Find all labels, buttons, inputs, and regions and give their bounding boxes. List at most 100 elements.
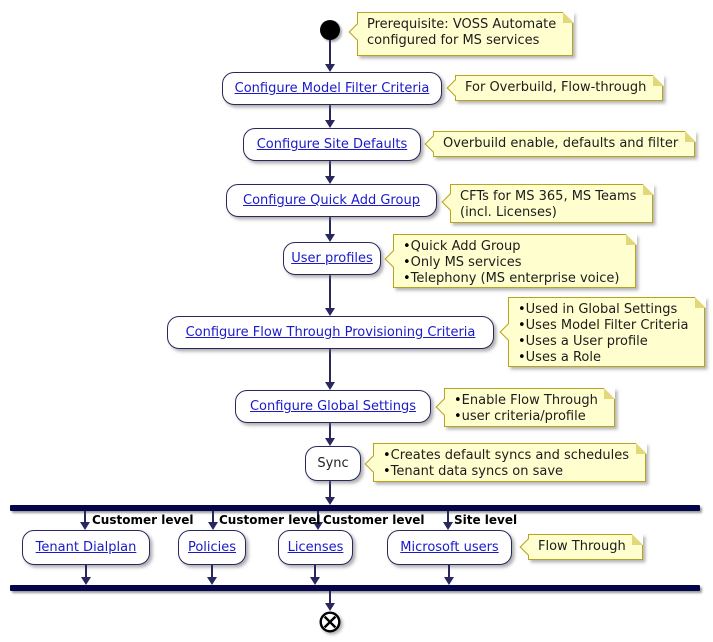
user-profiles-note: Quick Add Group Only MS services Telepho…	[384, 233, 638, 288]
configure-site-defaults-link[interactable]: Configure Site Defaults	[256, 137, 408, 152]
flow-arrowhead	[80, 522, 90, 530]
sync-label: Sync	[317, 456, 349, 471]
flow-arrow	[317, 511, 319, 522]
activity-configure-model-filter-criteria: Configure Model Filter Criteria	[222, 72, 442, 105]
flow-arrow	[329, 349, 331, 382]
activity-configure-global-settings: Configure Global Settings	[235, 390, 431, 423]
activity-configure-quick-add-group: Configure Quick Add Group	[226, 184, 437, 217]
note-line: CFTs for MS 365, MS Teams	[460, 189, 637, 204]
join-bar	[10, 585, 700, 591]
flow-through-criteria-note: Used in Global Settings Uses Model Filte…	[499, 296, 707, 367]
flow-arrowhead	[325, 603, 335, 611]
flow-arrowhead	[208, 522, 218, 530]
branch-level-label: Customer level	[323, 513, 425, 527]
flow-arrowhead	[325, 176, 335, 184]
flow-arrow	[329, 275, 331, 308]
fork-bar	[10, 505, 700, 511]
microsoft-users-note: Flow Through	[519, 533, 643, 560]
activity-configure-site-defaults: Configure Site Defaults	[243, 128, 421, 161]
activity-sync: Sync	[305, 446, 361, 481]
note-line: Flow Through	[538, 539, 626, 554]
start-node	[320, 20, 340, 40]
note-line: Overbuild enable, defaults and filter	[443, 136, 679, 151]
flow-arrowhead	[325, 382, 335, 390]
global-settings-note: Enable Flow Through user criteria/profil…	[435, 387, 616, 427]
branch-level-label: Site level	[454, 513, 518, 527]
policies-link[interactable]: Policies	[187, 540, 237, 555]
flow-arrowhead	[325, 64, 335, 72]
flow-arrow	[314, 565, 316, 577]
activity-policies: Policies	[178, 530, 246, 565]
flow-arrow	[329, 105, 331, 120]
note-bullet: Quick Add Group	[403, 239, 619, 255]
end-node	[319, 611, 341, 633]
activity-user-profiles: User profiles	[283, 242, 381, 275]
note-bullet: Creates default syncs and schedules	[383, 448, 629, 464]
microsoft-users-link[interactable]: Microsoft users	[400, 540, 499, 555]
flow-arrowhead	[310, 577, 320, 585]
note-pointer	[499, 323, 517, 341]
note-bullet: Only MS services	[403, 255, 619, 271]
note-line: For Overbuild, Flow-through	[465, 80, 647, 95]
flow-arrowhead	[444, 577, 454, 585]
flow-arrowhead	[325, 497, 335, 505]
note-line: (incl. Licenses)	[460, 205, 557, 220]
flow-arrow	[329, 161, 331, 176]
user-profiles-link[interactable]: User profiles	[291, 251, 373, 266]
note-pointer	[441, 193, 459, 211]
flow-arrow	[329, 40, 331, 64]
note-line: configured for MS services	[367, 33, 540, 48]
activity-microsoft-users: Microsoft users	[387, 530, 512, 565]
flow-arrowhead	[81, 577, 91, 585]
flow-arrow	[85, 565, 87, 577]
flow-arrow	[211, 565, 213, 577]
note-pointer	[519, 538, 537, 556]
configure-flow-through-provisioning-criteria-link[interactable]: Configure Flow Through Provisioning Crit…	[185, 325, 476, 340]
note-bullet: user criteria/profile	[454, 409, 598, 425]
model-filter-note: For Overbuild, Flow-through	[446, 74, 665, 101]
configure-model-filter-criteria-link[interactable]: Configure Model Filter Criteria	[234, 81, 430, 96]
note-bullet: Uses a Role	[518, 350, 688, 366]
flow-arrowhead	[325, 308, 335, 316]
flow-arrowhead	[443, 522, 453, 530]
note-pointer	[384, 250, 402, 268]
flow-arrow	[329, 481, 331, 497]
branch-level-label: Customer level	[219, 513, 321, 527]
note-pointer	[435, 398, 453, 416]
activity-tenant-dialplan: Tenant Dialplan	[22, 530, 150, 565]
flow-arrowhead	[325, 120, 335, 128]
note-bullet: Uses Model Filter Criteria	[518, 318, 689, 334]
note-pointer	[348, 23, 366, 41]
flow-arrow	[329, 423, 331, 438]
note-bullet: Telephony (MS enterprise voice)	[403, 271, 620, 287]
flow-arrowhead	[313, 522, 323, 530]
flow-arrowhead	[325, 438, 335, 446]
activity-licenses: Licenses	[278, 530, 353, 565]
flow-arrow	[212, 511, 214, 522]
note-pointer	[364, 455, 382, 473]
flow-arrow	[329, 217, 331, 234]
note-bullet: Enable Flow Through	[454, 393, 598, 409]
site-defaults-note: Overbuild enable, defaults and filter	[424, 130, 696, 157]
branch-level-label: Customer level	[92, 513, 194, 527]
note-bullet: Uses a User profile	[518, 334, 688, 350]
flow-arrow	[448, 565, 450, 577]
prerequisite-note: Prerequisite: VOSS Automate configured f…	[348, 11, 575, 56]
note-bullet: Used in Global Settings	[518, 302, 688, 318]
note-pointer	[424, 135, 442, 153]
flow-final-icon	[319, 611, 341, 633]
configure-global-settings-link[interactable]: Configure Global Settings	[249, 399, 417, 414]
flow-arrow	[84, 511, 86, 522]
sync-note: Creates default syncs and schedules Tena…	[364, 442, 647, 482]
quick-add-group-note: CFTs for MS 365, MS Teams (incl. License…	[441, 183, 655, 223]
licenses-link[interactable]: Licenses	[287, 540, 344, 555]
note-line: Prerequisite: VOSS Automate	[367, 17, 557, 32]
flow-arrow	[447, 511, 449, 522]
tenant-dialplan-link[interactable]: Tenant Dialplan	[35, 540, 137, 555]
note-pointer	[446, 79, 464, 97]
flow-arrowhead	[325, 234, 335, 242]
activity-configure-flow-through-provisioning-criteria: Configure Flow Through Provisioning Crit…	[167, 316, 494, 349]
configure-quick-add-group-link[interactable]: Configure Quick Add Group	[243, 193, 420, 208]
flow-arrow	[329, 591, 331, 603]
